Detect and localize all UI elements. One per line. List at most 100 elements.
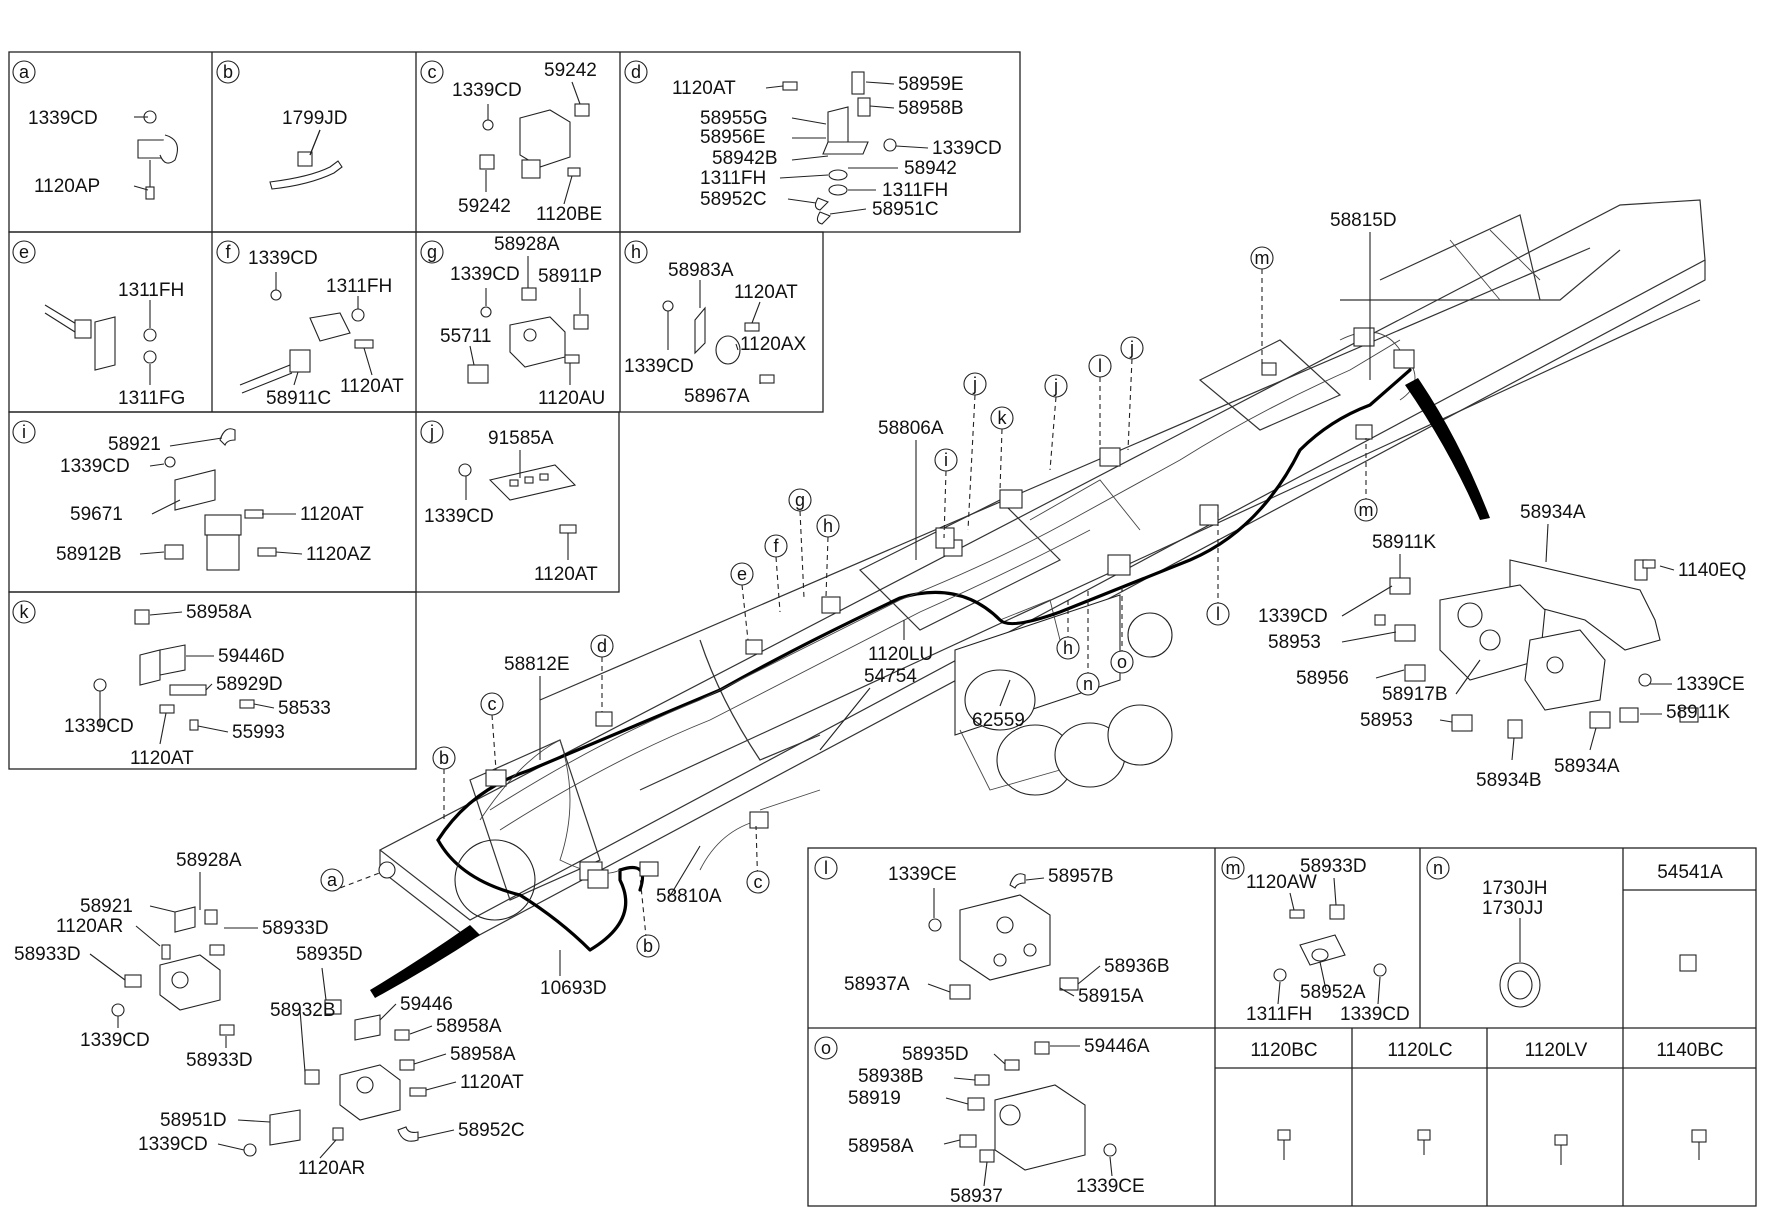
panel-n-label: 1730JJ (1482, 898, 1543, 919)
left-assembly-label: 58928A (176, 850, 242, 871)
leader-line (319, 1139, 337, 1159)
panel-i-label: 58921 (108, 434, 161, 455)
callout-leader (1127, 358, 1133, 451)
panel-letter-f: f (216, 240, 240, 264)
leader-line (927, 983, 951, 993)
leader-line (1375, 669, 1405, 679)
svg-text:d: d (597, 636, 607, 656)
right-assembly-label: 58911K (1666, 702, 1730, 723)
panel-o-label: 1339CE (1076, 1176, 1145, 1197)
frame-callout-j: j (1120, 336, 1144, 360)
frame-callout-j: j (963, 372, 987, 396)
small-box-label: 1120BC (1250, 1040, 1317, 1061)
svg-text:h: h (1063, 638, 1073, 658)
detail-grid-top (8, 51, 1021, 770)
main-part-label: 58812E (504, 654, 570, 675)
frame-callout-e: e (730, 562, 754, 586)
callout-leader (825, 536, 829, 598)
svg-text:j: j (429, 422, 434, 442)
valve-g-part (467, 287, 589, 384)
leader-line (943, 1139, 961, 1145)
svg-text:m: m (1226, 858, 1241, 878)
frame-callout-g: g (788, 488, 812, 512)
main-part-label: 58806A (878, 418, 944, 439)
panel-d-label: 58942 (904, 158, 957, 179)
leader-line (1377, 976, 1381, 1005)
leader-line (363, 347, 373, 376)
leader-line (1589, 727, 1597, 751)
panel-l-label: 58915A (1078, 986, 1144, 1007)
leader-line (413, 1053, 447, 1065)
leader-line (1319, 961, 1327, 991)
left-assembly-label: 1120AT (460, 1072, 524, 1093)
panel-l-label: 58957B (1048, 866, 1114, 887)
callout-leader (943, 470, 947, 539)
svg-text:j: j (1053, 376, 1058, 396)
svg-text:f: f (773, 536, 779, 556)
right-assembly-label: 58956 (1296, 668, 1349, 689)
hose-fitting-part (239, 289, 374, 394)
callout-leader (799, 510, 805, 599)
frame-callout-b: b (432, 746, 456, 770)
air-tanks (954, 594, 1173, 796)
panel-d-label: 58951C (872, 199, 939, 220)
panel-g-label: 58911P (538, 266, 602, 287)
main-part-label: 54754 (864, 666, 917, 687)
svg-text:i: i (22, 422, 26, 442)
panel-c-label: 59242 (458, 196, 511, 217)
leader-line (417, 1129, 455, 1139)
main-part-label: 1120LU (868, 644, 933, 665)
right-assembly-label: 58934A (1554, 756, 1620, 777)
panel-m-label: 1311FH (1246, 1004, 1312, 1025)
svg-text:h: h (823, 516, 833, 536)
panel-a-label: 1120AP (34, 176, 100, 197)
panel-h-label: 1120AT (734, 282, 798, 303)
panel-h-label: 58967A (684, 386, 750, 407)
bracket-clamp-part (662, 300, 775, 384)
panel-k-label: 1120AT (130, 748, 194, 769)
frame-callout-h: h (816, 514, 840, 538)
panel-letter-n: n (1426, 856, 1450, 880)
svg-text:e: e (19, 242, 29, 262)
leader-line (253, 703, 275, 709)
panel-letter-c: c (420, 60, 444, 84)
leader-line (89, 953, 126, 981)
leader-line (791, 117, 827, 125)
leader-line (469, 345, 475, 366)
panel-j-label: 1120AT (534, 564, 598, 585)
svg-text:m: m (1255, 248, 1270, 268)
panel-d-label: 58956E (700, 127, 766, 148)
leader-line (1545, 523, 1549, 563)
panel-d-label: 1339CD (932, 138, 1002, 159)
callout-leader (967, 394, 976, 531)
leader-line (425, 1081, 457, 1091)
panel-m-label: 1120AW (1246, 872, 1317, 893)
leader-line (791, 155, 829, 161)
panel-k-label: 59446D (218, 646, 285, 667)
left-assembly-label: 58933D (186, 1050, 253, 1071)
small-box-label: 1140BC (1656, 1040, 1723, 1061)
leader-line (1341, 585, 1393, 617)
panel-j-label: 91585A (488, 428, 554, 449)
leader-line (1659, 565, 1675, 571)
left-assembly-label: 59446 (400, 994, 453, 1015)
leader-line (299, 1009, 306, 1073)
panel-letter-e: e (12, 240, 36, 264)
frame-callout-c: c (480, 692, 504, 716)
svg-text:j: j (1129, 338, 1134, 358)
svg-text:h: h (631, 242, 641, 262)
frame-callout-l: l (1088, 354, 1112, 378)
panel-d-label: 1311FH (700, 168, 766, 189)
panel-f-label: 1339CD (248, 248, 318, 269)
panel-f-label: 1120AT (340, 376, 404, 397)
panel-h-label: 58983A (668, 260, 734, 281)
frame-callout-m: m (1354, 498, 1378, 522)
main-part-label: 58810A (656, 886, 722, 907)
panel-m-label: 1339CD (1340, 1004, 1410, 1025)
left-assembly-label: 58933D (14, 944, 81, 965)
svg-text:j: j (972, 374, 977, 394)
leader-line (765, 85, 784, 89)
svg-text:l: l (1216, 604, 1220, 624)
